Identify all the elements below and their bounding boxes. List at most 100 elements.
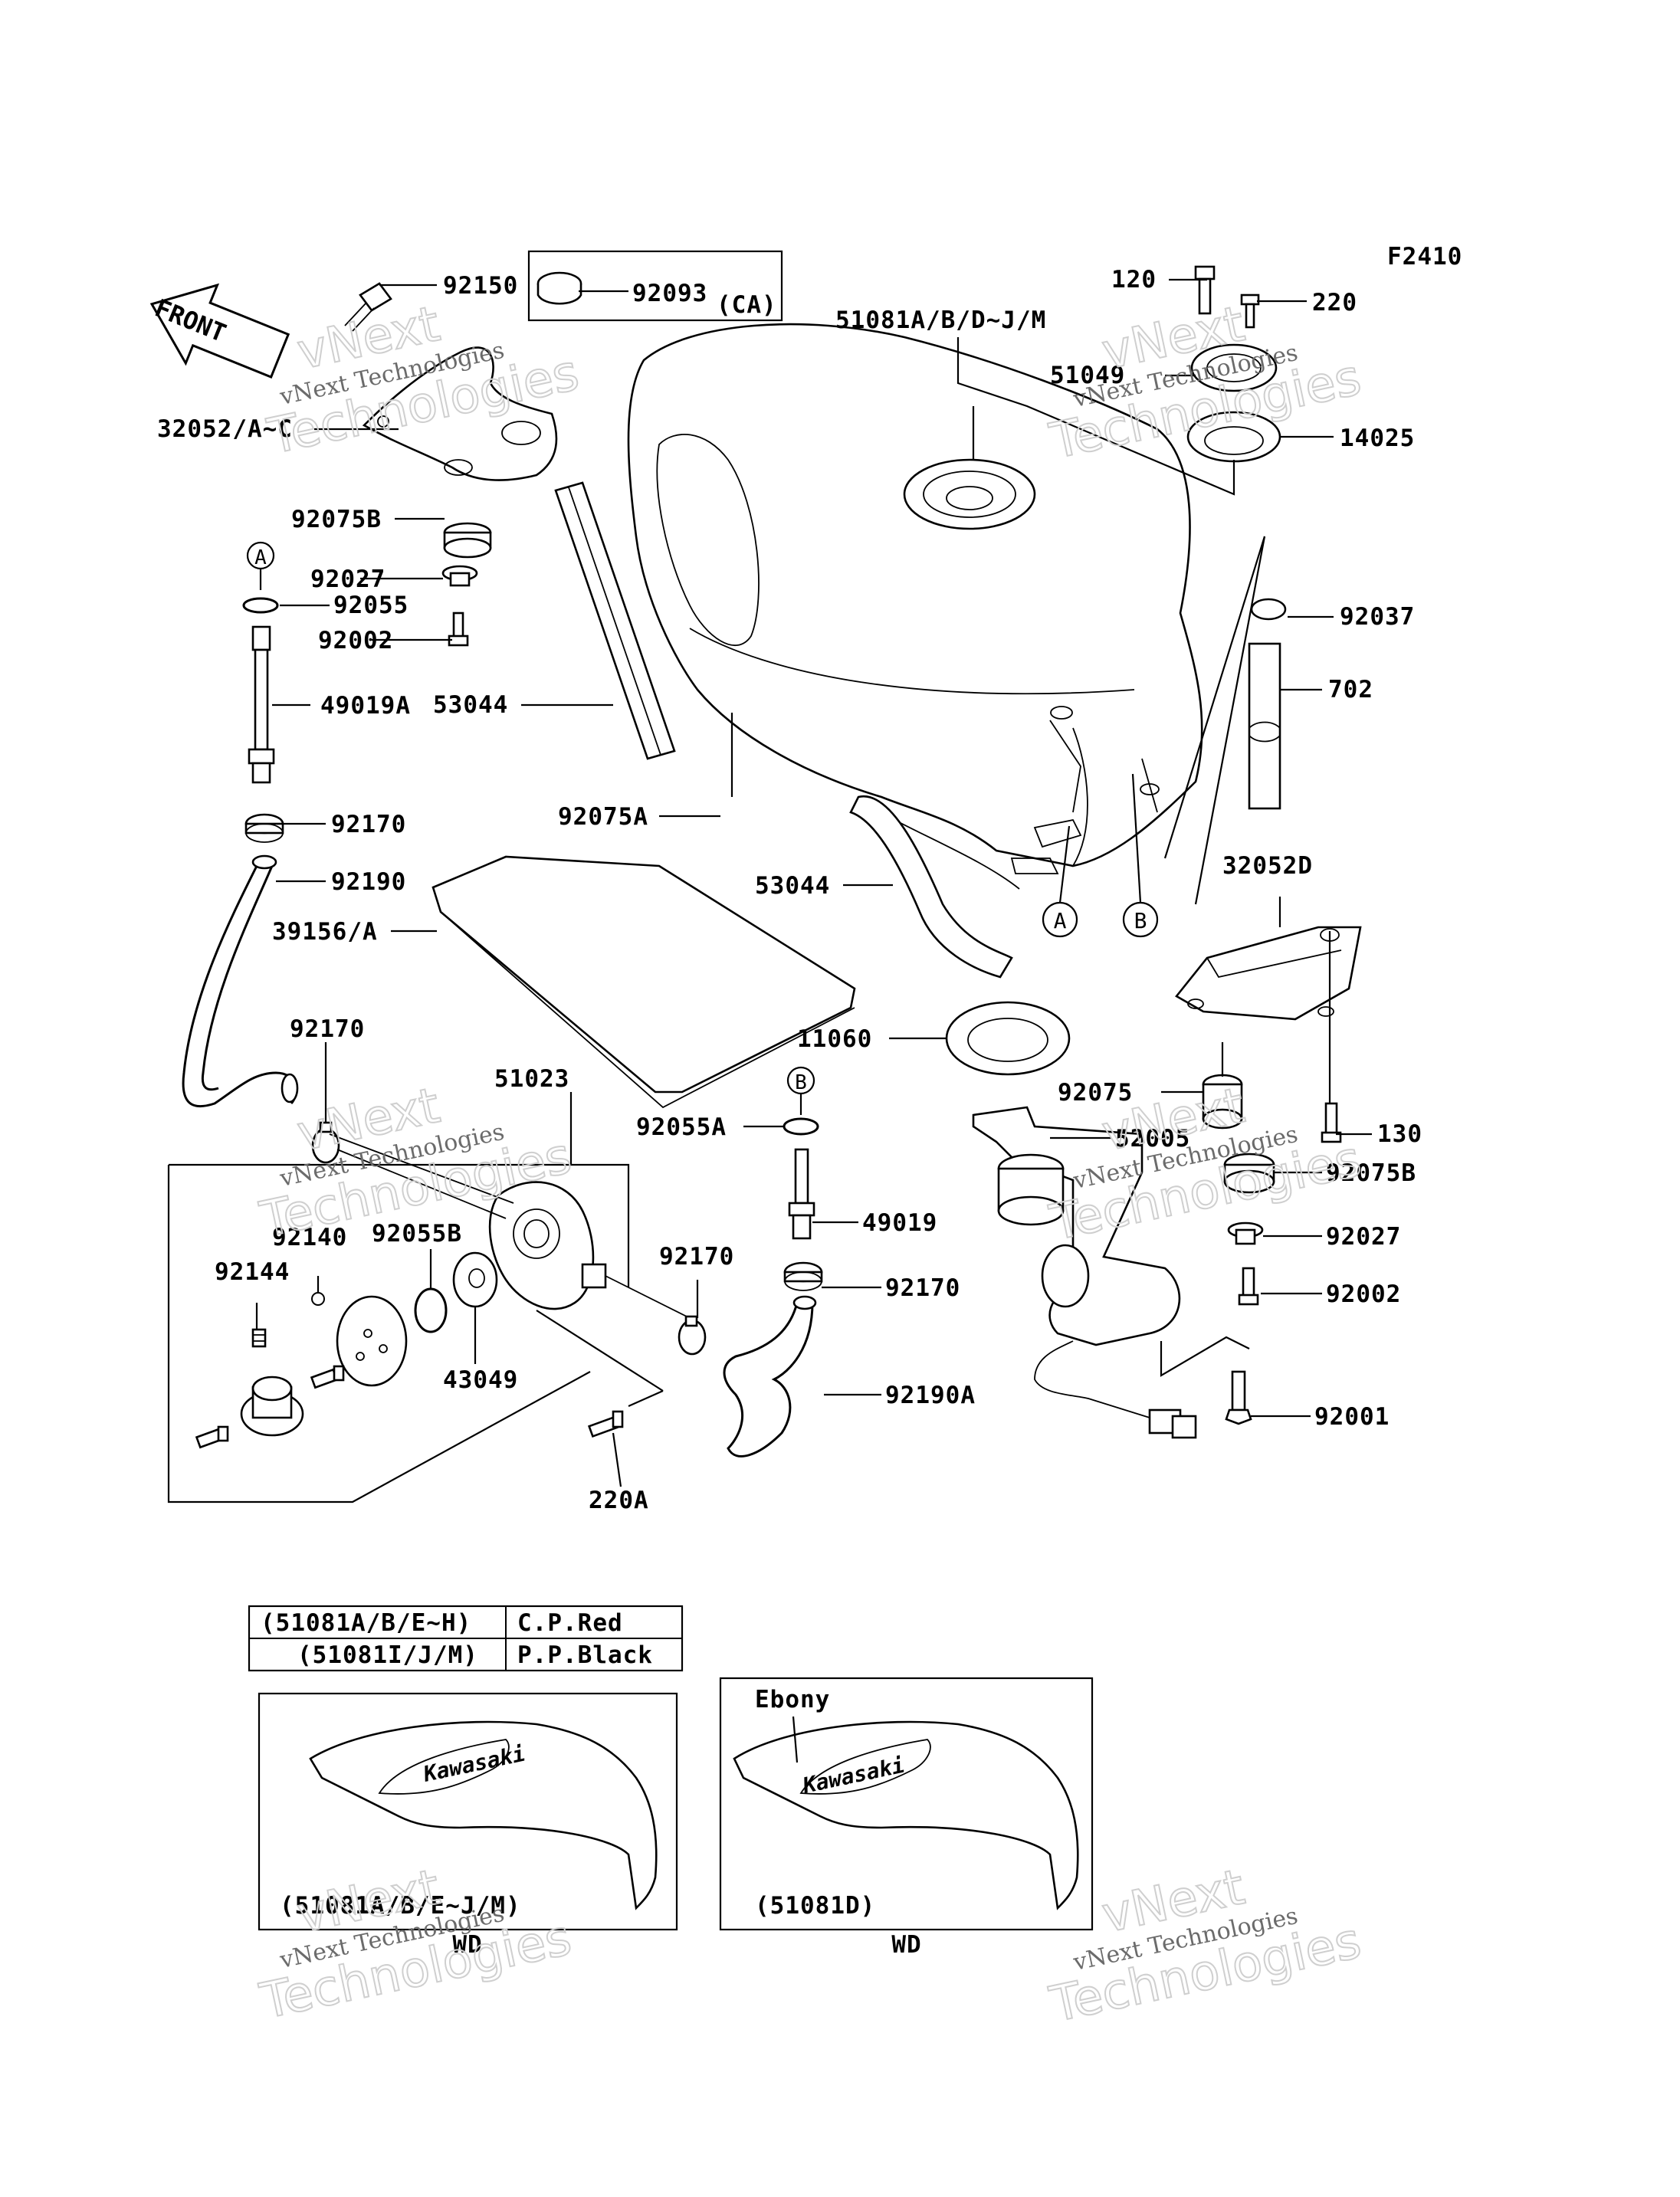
color-table-color-1: C.P.Red xyxy=(517,1609,623,1637)
hose-92190A xyxy=(723,1302,814,1458)
label-51049: 51049 xyxy=(1050,362,1125,389)
grommet-92075B-bottom xyxy=(1223,1153,1275,1194)
callout-labels: 92150 92093 (CA) 51081A/B/D~J/M 120 220 … xyxy=(157,266,1422,1514)
label-92055: 92055 xyxy=(333,592,409,619)
label-92055B: 92055B xyxy=(372,1220,462,1248)
variant-2-wd: WD xyxy=(891,1931,921,1959)
label-53044-left: 53044 xyxy=(433,691,508,719)
label-49019: 49019 xyxy=(862,1209,937,1237)
label-51023: 51023 xyxy=(494,1065,569,1093)
label-11060: 11060 xyxy=(797,1025,872,1053)
strip-53044-left xyxy=(554,481,676,760)
label-52005: 52005 xyxy=(1115,1125,1190,1153)
label-51081-main: 51081A/B/D~J/M xyxy=(835,307,1046,334)
label-92190A: 92190A xyxy=(885,1382,976,1409)
color-table-model-2: (51081I/J/M) xyxy=(297,1641,478,1669)
grommet-92075B-top xyxy=(443,522,492,559)
clamp-92170-c xyxy=(678,1315,707,1356)
box-92093 xyxy=(527,250,783,322)
label-92093-note: (CA) xyxy=(717,291,777,319)
label-49019A: 49019A xyxy=(320,692,411,720)
gasket-11060 xyxy=(945,1001,1071,1076)
pipe-49019 xyxy=(788,1148,815,1240)
label-120: 120 xyxy=(1111,266,1157,293)
bolt-92001 xyxy=(1225,1370,1252,1425)
valve-knob xyxy=(240,1376,304,1437)
label-92027-top: 92027 xyxy=(310,566,386,593)
label-92093: 92093 xyxy=(632,280,707,307)
fuel-valve-51023 xyxy=(329,1133,691,1319)
label-53044-bottom: 53044 xyxy=(755,872,830,900)
label-92170-a: 92170 xyxy=(331,811,406,838)
pad-39156 xyxy=(431,855,856,1109)
oring-92055B xyxy=(414,1287,448,1333)
label-92140: 92140 xyxy=(272,1224,347,1251)
label-92150: 92150 xyxy=(443,272,518,300)
fuel-tank xyxy=(627,323,1203,890)
label-32052-ac: 32052/A~C xyxy=(157,415,293,443)
label-39156: 39156/A xyxy=(272,918,378,946)
label-130: 130 xyxy=(1377,1120,1422,1148)
variant-2-tag: Ebony xyxy=(755,1686,830,1713)
variant-1-caption: (51081A/B/E~J/M) xyxy=(280,1892,521,1920)
label-92170-c: 92170 xyxy=(659,1243,734,1271)
ball-92140 xyxy=(311,1292,325,1306)
label-43049: 43049 xyxy=(443,1366,518,1394)
variant-panel-1: Kawasaki (51081A/B/E~J/M) WD xyxy=(258,1692,678,1959)
screw-220A xyxy=(587,1410,624,1438)
variant-1-wd: WD xyxy=(452,1931,482,1959)
label-92002-bottom: 92002 xyxy=(1326,1280,1401,1308)
screw-valve-a xyxy=(195,1425,229,1449)
bolt-220 xyxy=(1240,293,1260,329)
cap-51049 xyxy=(1190,343,1278,392)
label-92075A: 92075A xyxy=(558,803,648,831)
label-32052D: 32052D xyxy=(1222,852,1313,880)
ref-b-right-label: B xyxy=(1134,908,1147,933)
clamp-92170-b xyxy=(311,1121,340,1164)
label-92170-b: 92170 xyxy=(290,1015,365,1043)
valve-exploded-box xyxy=(169,1163,630,1287)
pipe-49019A xyxy=(248,625,275,784)
fuel-pump-52005 xyxy=(972,1106,1197,1439)
label-92001: 92001 xyxy=(1314,1403,1390,1431)
figure-code: F2410 xyxy=(1387,243,1462,271)
label-220: 220 xyxy=(1312,289,1357,316)
label-220A: 220A xyxy=(589,1487,649,1514)
bracket-32052 xyxy=(362,346,558,481)
collar-92027-top xyxy=(441,565,478,587)
label-92144: 92144 xyxy=(215,1258,290,1286)
spring-92144 xyxy=(251,1328,267,1348)
grommet-92093 xyxy=(536,271,582,305)
label-92075B-bottom: 92075B xyxy=(1326,1159,1416,1187)
label-92075: 92075 xyxy=(1058,1079,1133,1107)
label-92037: 92037 xyxy=(1340,603,1415,631)
oring-92055 xyxy=(242,597,279,614)
hose-92190 xyxy=(182,865,297,1108)
label-92170-d: 92170 xyxy=(885,1274,960,1302)
clip-92037 xyxy=(1250,598,1287,621)
ref-b-left-label: B xyxy=(795,1071,807,1094)
watermark-5: vNext vNext Technologies Technologies xyxy=(254,1858,577,2031)
collar-92027-bottom xyxy=(1227,1221,1264,1245)
gasket-43049 xyxy=(452,1251,498,1308)
label-92002-top: 92002 xyxy=(318,627,393,654)
oring-92055A xyxy=(783,1117,819,1136)
label-92027-bottom: 92027 xyxy=(1326,1223,1401,1251)
clamp-92170-a xyxy=(244,813,284,843)
front-arrow-icon: FRONT xyxy=(149,283,290,379)
label-92190: 92190 xyxy=(331,868,406,896)
color-table: (51081A/B/E~H) C.P.Red (51081I/J/M) P.P.… xyxy=(248,1605,684,1672)
leader-lines xyxy=(255,278,1372,1487)
color-table-color-2: P.P.Black xyxy=(517,1641,653,1669)
variant-2-caption: (51081D) xyxy=(755,1892,875,1920)
grommet-92075 xyxy=(1202,1074,1243,1130)
bolt-120 xyxy=(1194,265,1216,315)
screw-valve-b xyxy=(310,1365,345,1389)
label-702: 702 xyxy=(1328,676,1373,703)
watermark-6: vNext vNext Technologies Technologies xyxy=(1045,1858,1367,2035)
bolt-92150 xyxy=(344,282,392,332)
ref-a-left-label: A xyxy=(254,546,267,569)
color-table-model-1: (51081A/B/E~H) xyxy=(261,1609,471,1637)
diaphragm-plate xyxy=(336,1295,408,1387)
